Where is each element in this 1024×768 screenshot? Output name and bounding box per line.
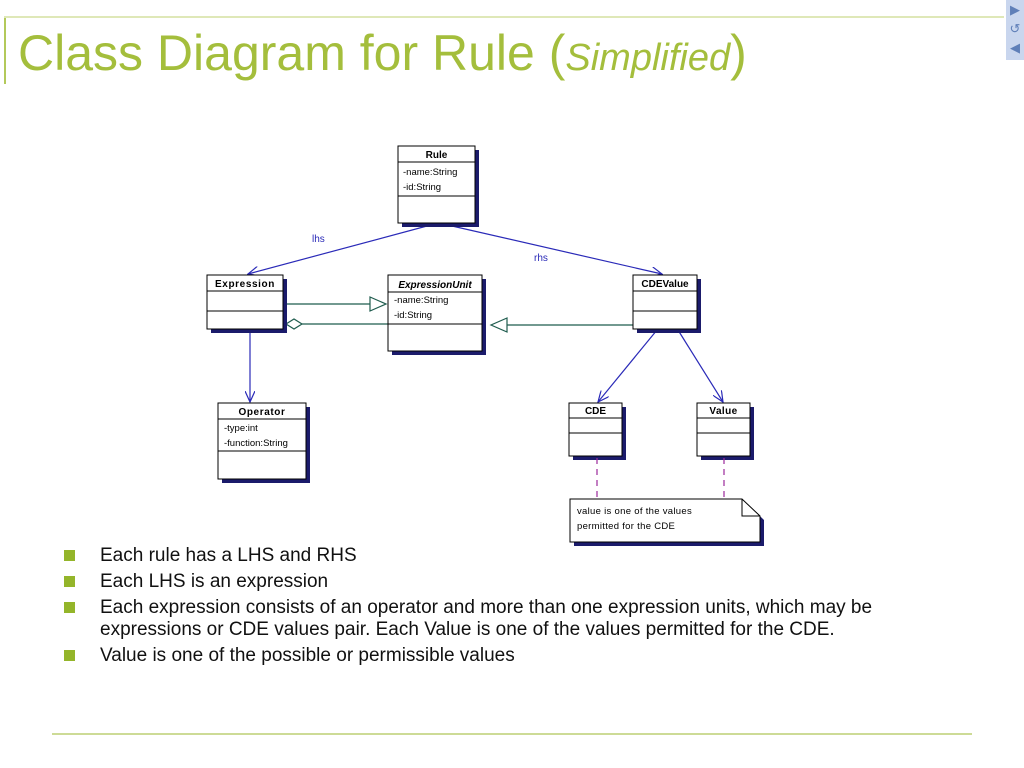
bullet-text: Each rule has a LHS and RHS [100,545,357,566]
bottom-rule-line [52,733,972,735]
slide-title: Class Diagram for Rule (Simplified) [18,24,747,82]
operator-attr-function: -function:String [224,438,288,449]
bullet-square-icon [64,650,75,661]
expression-class-name: Expression [215,279,275,290]
expression-unit-attr-name: -name:String [394,295,448,306]
return-icon[interactable]: ↺ [1009,21,1021,36]
bullet-square-icon [64,550,75,561]
class-cdevalue: CDEValue [632,274,701,333]
cdevalue-class-name: CDEValue [641,279,689,290]
class-value: Value [696,402,754,460]
class-cde: CDE [568,402,626,460]
cdevalue-cde-line [598,329,658,402]
expression-generalization-head [369,296,388,312]
aggregation-diamond [284,318,304,330]
rhs-label: rhs [534,253,548,264]
previous-slide-icon[interactable]: ◀ [1010,40,1020,55]
bullet-square-icon [64,576,75,587]
value-class-name: Value [709,406,737,417]
constraint-note: value is one of the values permitted for… [569,498,764,546]
class-rule: Rule -name:String -id:String [397,145,479,227]
cde-class-name: CDE [585,406,606,417]
title-accent-bar [4,18,6,84]
rhs-association-line [451,225,662,274]
next-slide-icon[interactable]: ▶ [1010,2,1020,17]
expression-unit-class-name: ExpressionUnit [398,280,472,291]
lhs-association-line [248,225,428,274]
bullet-text: Each expression consists of an operator … [100,597,873,640]
bullet-text: Each LHS is an expression [100,571,329,592]
cdevalue-value-line [677,329,723,402]
rule-attr-name: -name:String [403,167,457,178]
title-close: ) [730,25,747,81]
bullet-item: Each rule has a LHS and RHS [64,545,964,567]
expression-unit-attr-id: -id:String [394,310,432,321]
bullet-square-icon [64,602,75,613]
operator-class-name: Operator [238,407,285,418]
top-rule-line [4,16,1004,18]
rule-attr-id: -id:String [403,182,441,193]
note-line-1: value is one of the values [577,506,692,517]
bullet-text: Value is one of the possible or permissi… [100,645,515,666]
bullet-item: Each expression consists of an operator … [64,597,964,641]
bullet-list: Each rule has a LHS and RHS Each LHS is … [64,545,964,671]
class-expression: Expression [206,274,287,333]
rule-class-name: Rule [426,150,448,161]
class-expression-unit: ExpressionUnit -name:String -id:String [387,274,486,355]
title-italic: Simplified [565,37,731,79]
cdevalue-generalization-head [489,317,508,333]
bullet-item: Each LHS is an expression [64,571,964,593]
note-line-2: permitted for the CDE [577,521,675,532]
title-main: Class Diagram for Rule ( [18,25,566,81]
bullet-item: Value is one of the possible or permissi… [64,645,964,667]
operator-attr-type: -type:int [224,423,258,434]
slide-navigation: ▶ ↺ ◀ [1006,0,1024,60]
class-operator: Operator -type:int -function:String [217,402,310,483]
lhs-label: lhs [312,234,325,245]
